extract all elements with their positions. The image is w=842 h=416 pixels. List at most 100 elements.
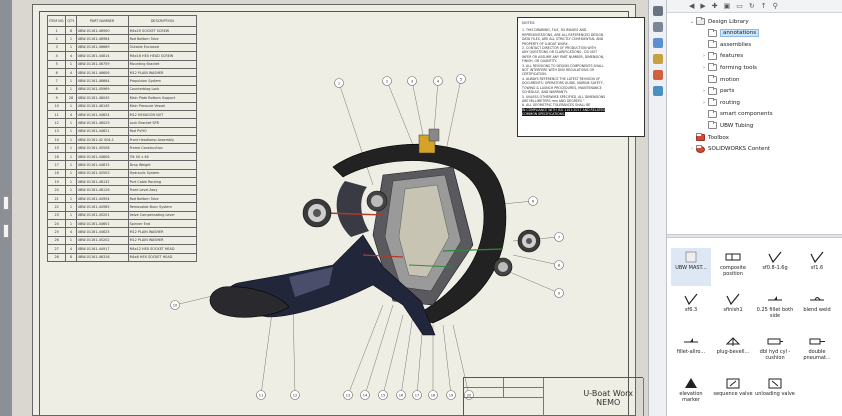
folder-icon	[708, 109, 717, 118]
drawing-notes[interactable]: NOTES: 1. THIS DRAWING, FILE, 3D IMAGES …	[517, 17, 645, 137]
product-name: NEMO	[596, 398, 621, 407]
palette-item[interactable]: unloading valve	[755, 374, 795, 412]
view-palette-tab-icon[interactable]	[653, 70, 663, 80]
balloon-8[interactable]: 8	[554, 260, 564, 270]
palette-item[interactable]: blend weld	[797, 290, 837, 328]
balloon-7[interactable]: 7	[554, 232, 564, 242]
balloon-15[interactable]: 15	[378, 390, 388, 400]
appearances-tab-icon[interactable]	[653, 86, 663, 96]
expand-toggle-icon[interactable]: ›	[703, 99, 705, 106]
back-icon[interactable]: ◀	[689, 2, 695, 10]
balloon-12[interactable]: 12	[290, 390, 300, 400]
design-library-icon	[696, 17, 705, 25]
palette-item[interactable]: sf6.3	[671, 290, 711, 328]
tree-item[interactable]: ⌄Design Library	[689, 16, 749, 27]
palette-item[interactable]: composite position	[713, 248, 753, 286]
balloon-4[interactable]: 4	[433, 76, 443, 86]
tree-item[interactable]: UBW Tubing	[701, 120, 753, 131]
refresh-icon[interactable]: ↻	[748, 2, 755, 10]
tree-item-label: smart components	[720, 111, 773, 118]
pin-icon[interactable]: ⚲	[772, 2, 778, 10]
home-tab-icon[interactable]	[653, 6, 663, 16]
tree-item[interactable]: Toolbox	[689, 132, 729, 143]
balloon-9[interactable]: 9	[554, 288, 564, 298]
palette-item[interactable]: fillet-allro...	[671, 332, 711, 370]
thruster-center	[366, 190, 513, 277]
balloon-13[interactable]: 13	[343, 390, 353, 400]
palette-item[interactable]: dbl hyd cyl - cushion	[755, 332, 795, 370]
tree-item[interactable]: ›SOLIDWORKS Content	[689, 144, 770, 155]
palette-item[interactable]: UBW MAST...	[671, 248, 711, 286]
balloon-19[interactable]: 19	[446, 390, 456, 400]
expand-toggle-icon[interactable]: ›	[703, 88, 705, 95]
pneumatic-icon	[809, 338, 825, 345]
expand-toggle-icon[interactable]: ⌄	[689, 18, 695, 25]
tree-item[interactable]: assemblies	[701, 39, 751, 50]
svg-text:7: 7	[558, 235, 560, 239]
tree-item[interactable]: ›forming tools	[701, 62, 757, 73]
up-icon[interactable]: ↑	[760, 2, 767, 10]
tree-item[interactable]: motion	[701, 74, 740, 85]
tree-item[interactable]: ›features	[701, 51, 743, 62]
pane-splitter[interactable]	[667, 234, 842, 238]
balloon-10[interactable]: 10	[170, 300, 180, 310]
collapse-handle[interactable]	[3, 196, 9, 210]
expand-toggle-icon[interactable]: ›	[703, 64, 705, 71]
balloon-3[interactable]: 3	[407, 76, 417, 86]
svg-text:16: 16	[399, 393, 404, 397]
svg-text:20: 20	[467, 393, 472, 397]
forward-icon[interactable]: ▶	[700, 2, 706, 10]
balloon-17[interactable]: 17	[412, 390, 422, 400]
notes-line: 5. UNLESS OTHERWISE SPECIFIED, ALL DIMEN…	[522, 94, 606, 99]
palette-item[interactable]: elevation marker	[671, 374, 711, 412]
notes-line: ANY QUESTIONS OR CLARIFICATIONS - DO NOT	[522, 50, 598, 55]
tree-item-label: Toolbox	[708, 134, 729, 141]
resources-tab-icon[interactable]	[653, 22, 663, 32]
add-location-icon[interactable]: ▣	[723, 2, 731, 10]
balloon-1[interactable]: 1	[334, 78, 344, 88]
balloon-11[interactable]: 11	[256, 390, 266, 400]
tree-item[interactable]: annotations	[701, 28, 760, 39]
expand-toggle-icon[interactable]: ›	[691, 146, 693, 153]
balloon-16[interactable]: 16	[396, 390, 406, 400]
balloon-2[interactable]: 2	[382, 76, 392, 86]
expand-toggle-icon[interactable]: ›	[703, 53, 705, 60]
tree-item[interactable]: ›routing	[701, 97, 740, 108]
add-to-library-icon[interactable]: ✚	[711, 2, 718, 10]
palette-item[interactable]: double pneumat...	[797, 332, 837, 370]
palette-item[interactable]: plug-bevell...	[713, 332, 753, 370]
folder-icon	[708, 40, 717, 49]
palette-item[interactable]: 0.25 fillet both side	[755, 290, 795, 328]
exploded-assembly-view[interactable]: 1 2 3 4 5 6 7 8 9 10 11 12 13 14 15 16 1…	[33, 5, 637, 416]
palette-item[interactable]: sf0.8-1.6g	[755, 248, 795, 286]
elevation-marker-icon	[685, 378, 697, 388]
balloon-6[interactable]: 6	[528, 196, 538, 206]
balloon-18[interactable]: 18	[428, 390, 438, 400]
tree-item[interactable]: ›parts	[701, 86, 734, 97]
balloon-14[interactable]: 14	[360, 390, 370, 400]
folder-icon	[708, 28, 717, 37]
palette-item-label: double pneumat...	[803, 349, 831, 361]
balloon-5[interactable]: 5	[456, 74, 466, 84]
svg-text:8: 8	[558, 263, 561, 267]
collapse-handle[interactable]	[3, 224, 9, 238]
palette-item[interactable]: sequence valve	[713, 374, 753, 412]
tree-item[interactable]: smart components	[701, 109, 773, 120]
file-explorer-tab-icon[interactable]	[653, 54, 663, 64]
palette-item[interactable]: sfinish1	[713, 290, 753, 328]
design-library-tab-icon[interactable]	[653, 38, 663, 48]
notes-highlighted-text: COMMON SPECIFICATIONS.	[522, 112, 566, 117]
palette-item[interactable]: sf1.6	[797, 248, 837, 286]
new-folder-icon[interactable]: ▭	[736, 2, 743, 10]
notes-line: REPRESENTATIONS, ARE ALL REFERENCED DESI…	[522, 32, 604, 37]
